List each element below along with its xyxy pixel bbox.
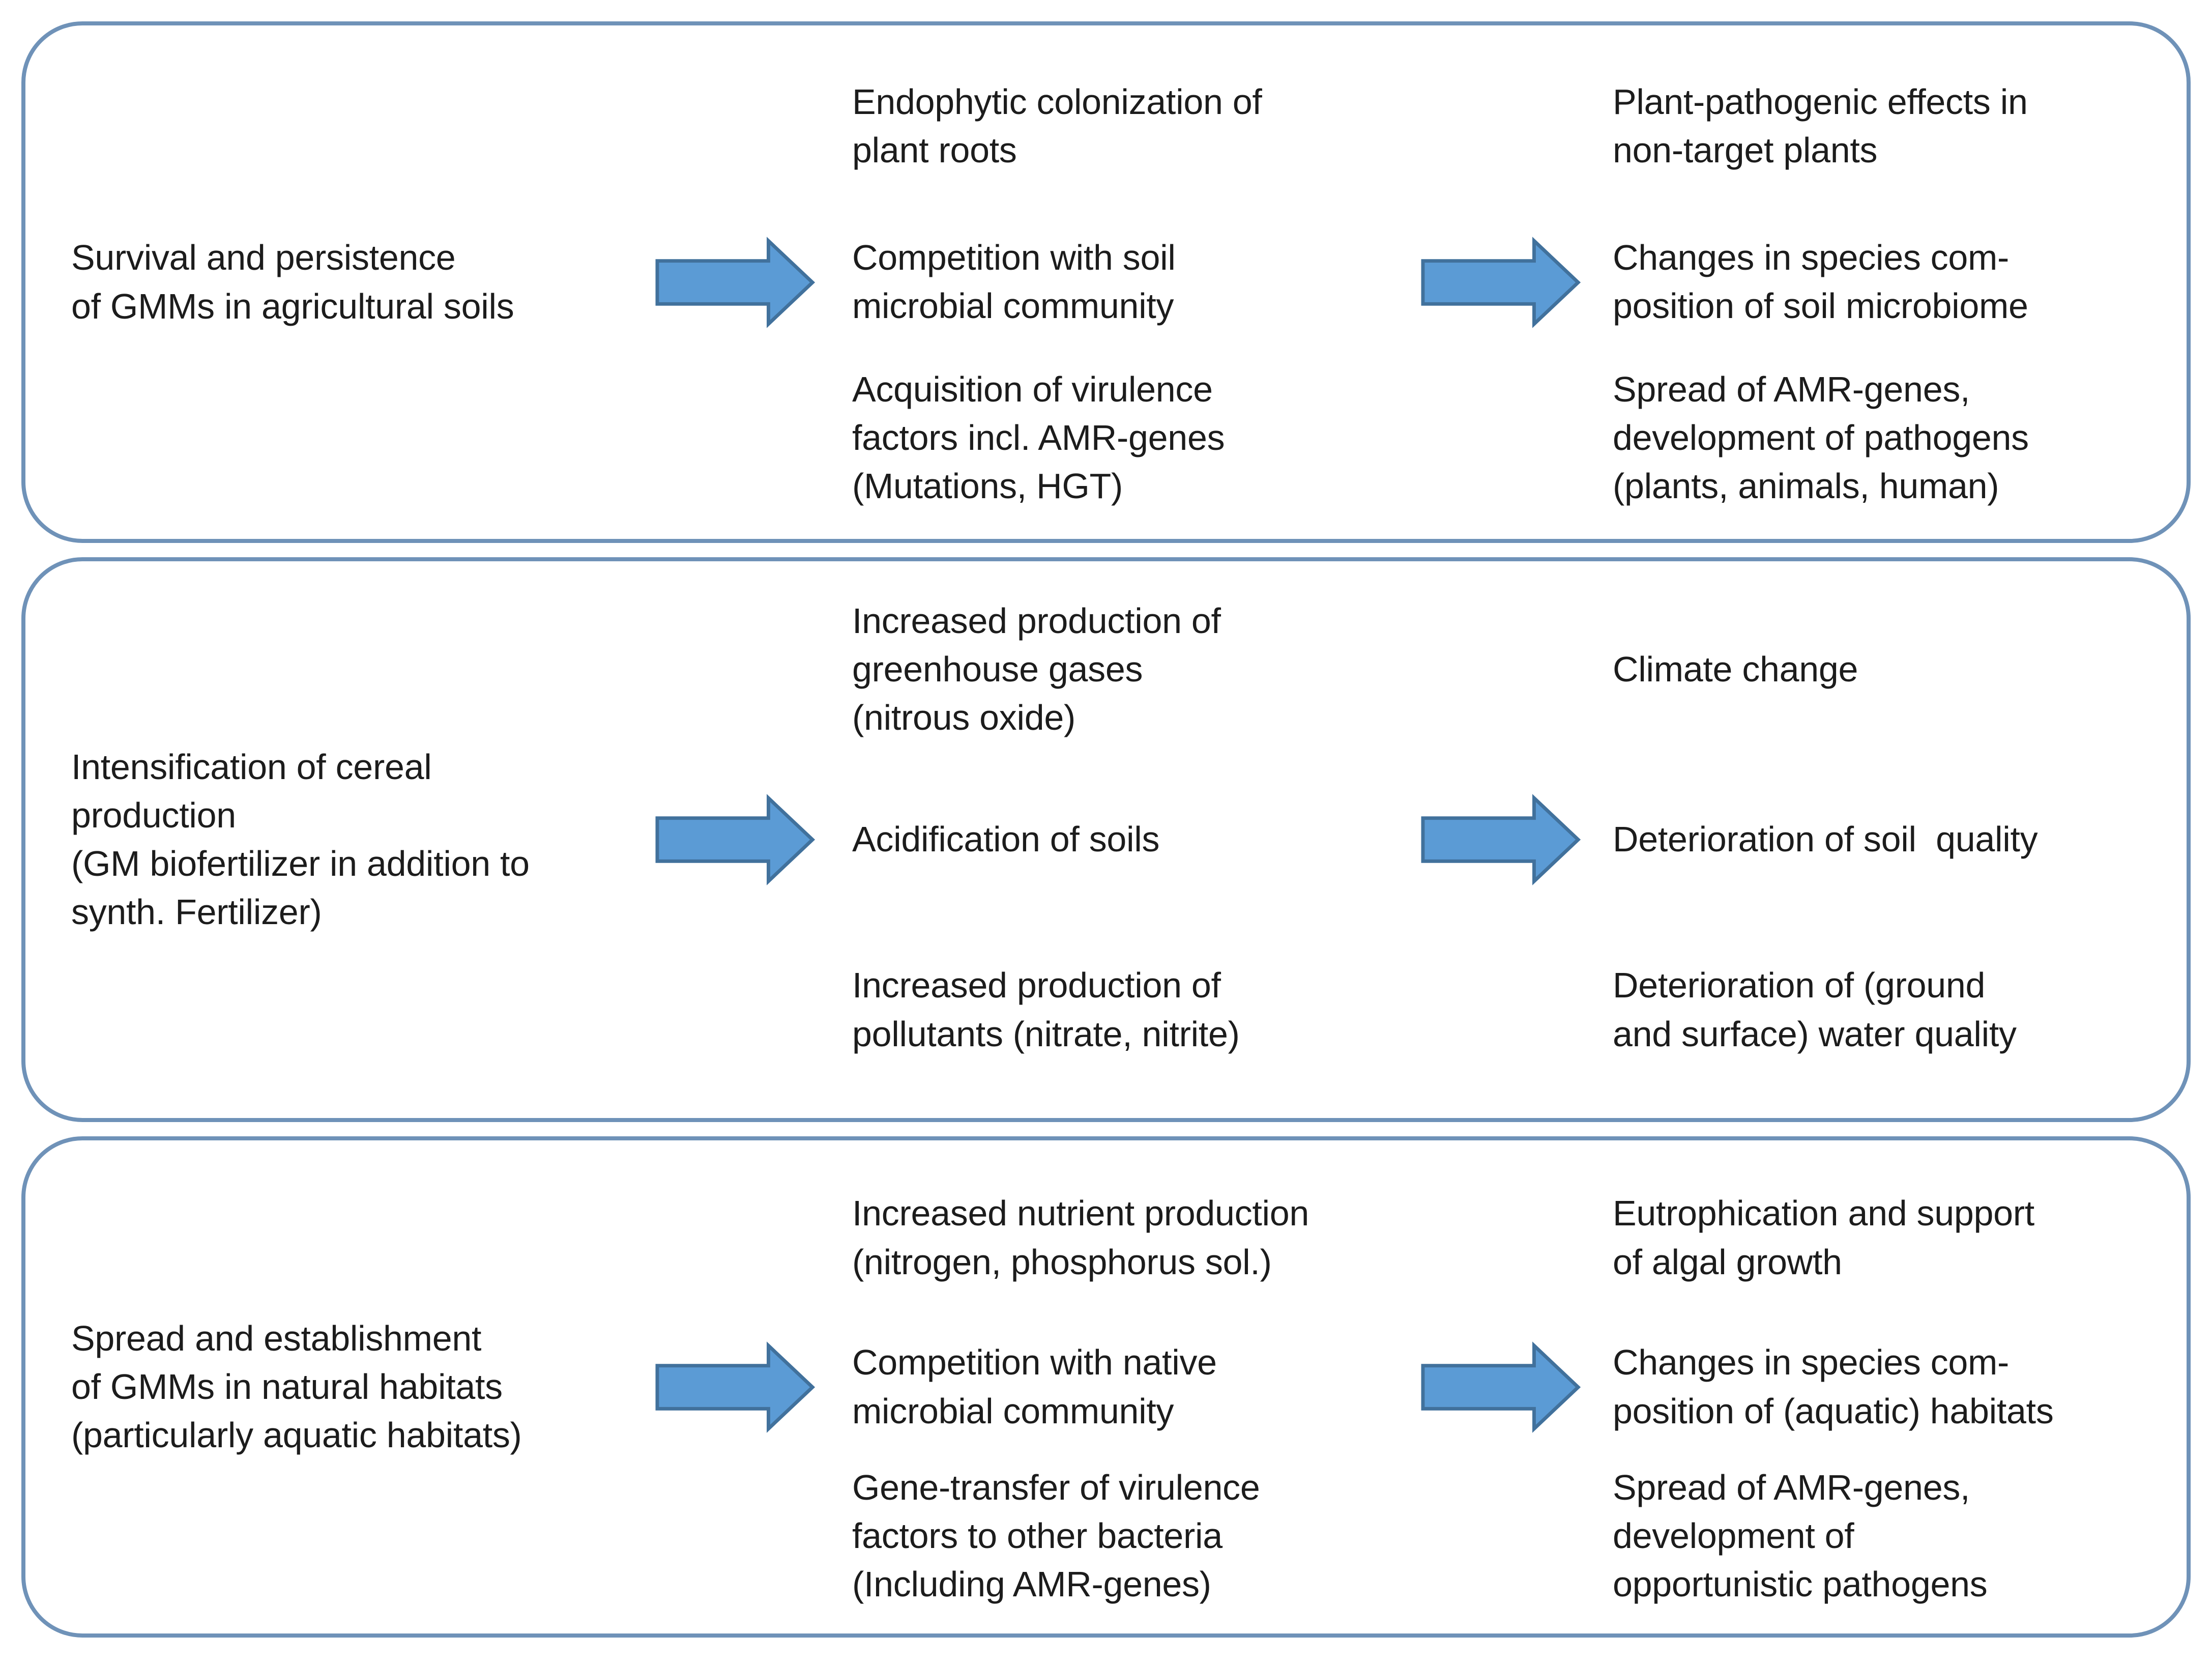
outcome-item: Changes in species com- position of soil…	[1613, 238, 2028, 326]
outcome-item: Spread of AMR-genes, development of oppo…	[1613, 1467, 1988, 1604]
mechanism-item: Competition with native microbial commun…	[852, 1342, 1217, 1431]
outcome-item: Deterioration of (ground and surface) wa…	[1613, 965, 2017, 1054]
outcome-item: Changes in species com- position of (aqu…	[1613, 1342, 2054, 1431]
mechanism-item: Increased production of pollutants (nitr…	[852, 965, 1240, 1054]
outcome-item: Deterioration of soil quality	[1613, 819, 2038, 859]
risk-box-3: Spread and establishment of GMMs in natu…	[21, 1136, 2191, 1638]
outcome-item: Spread of AMR-genes, development of path…	[1613, 369, 2029, 506]
mechanism-item: Increased nutrient production (nitrogen,…	[852, 1193, 1309, 1282]
arrow-right-icon	[1420, 793, 1581, 886]
mechanism-item: Increased production of greenhouse gases…	[852, 600, 1221, 737]
outcome-item: Plant-pathogenic effects in non-target p…	[1613, 81, 2028, 170]
source-text: Survival and persistence of GMMs in agri…	[71, 238, 514, 326]
mechanism-item: Acidification of soils	[852, 819, 1160, 859]
arrow-right-icon	[655, 793, 816, 886]
outcome-item: Eutrophication and support of algal grow…	[1613, 1193, 2034, 1282]
source-text: Spread and establishment of GMMs in natu…	[71, 1318, 522, 1455]
outcome-item: Climate change	[1613, 649, 1858, 689]
arrow-right-icon	[1420, 236, 1581, 329]
mechanism-item: Endophytic colonization of plant roots	[852, 81, 1262, 170]
mechanism-item: Gene-transfer of virulence factors to ot…	[852, 1467, 1260, 1604]
arrow-right-icon	[655, 236, 816, 329]
arrow-right-icon	[1420, 1341, 1581, 1433]
risk-box-1: Survival and persistence of GMMs in agri…	[21, 21, 2191, 543]
risk-box-2: Intensification of cereal production (GM…	[21, 557, 2191, 1122]
mechanism-item: Acquisition of virulence factors incl. A…	[852, 369, 1225, 506]
mechanism-item: Competition with soil microbial communit…	[852, 238, 1176, 326]
arrow-right-icon	[655, 1341, 816, 1433]
source-text: Intensification of cereal production (GM…	[71, 747, 530, 932]
